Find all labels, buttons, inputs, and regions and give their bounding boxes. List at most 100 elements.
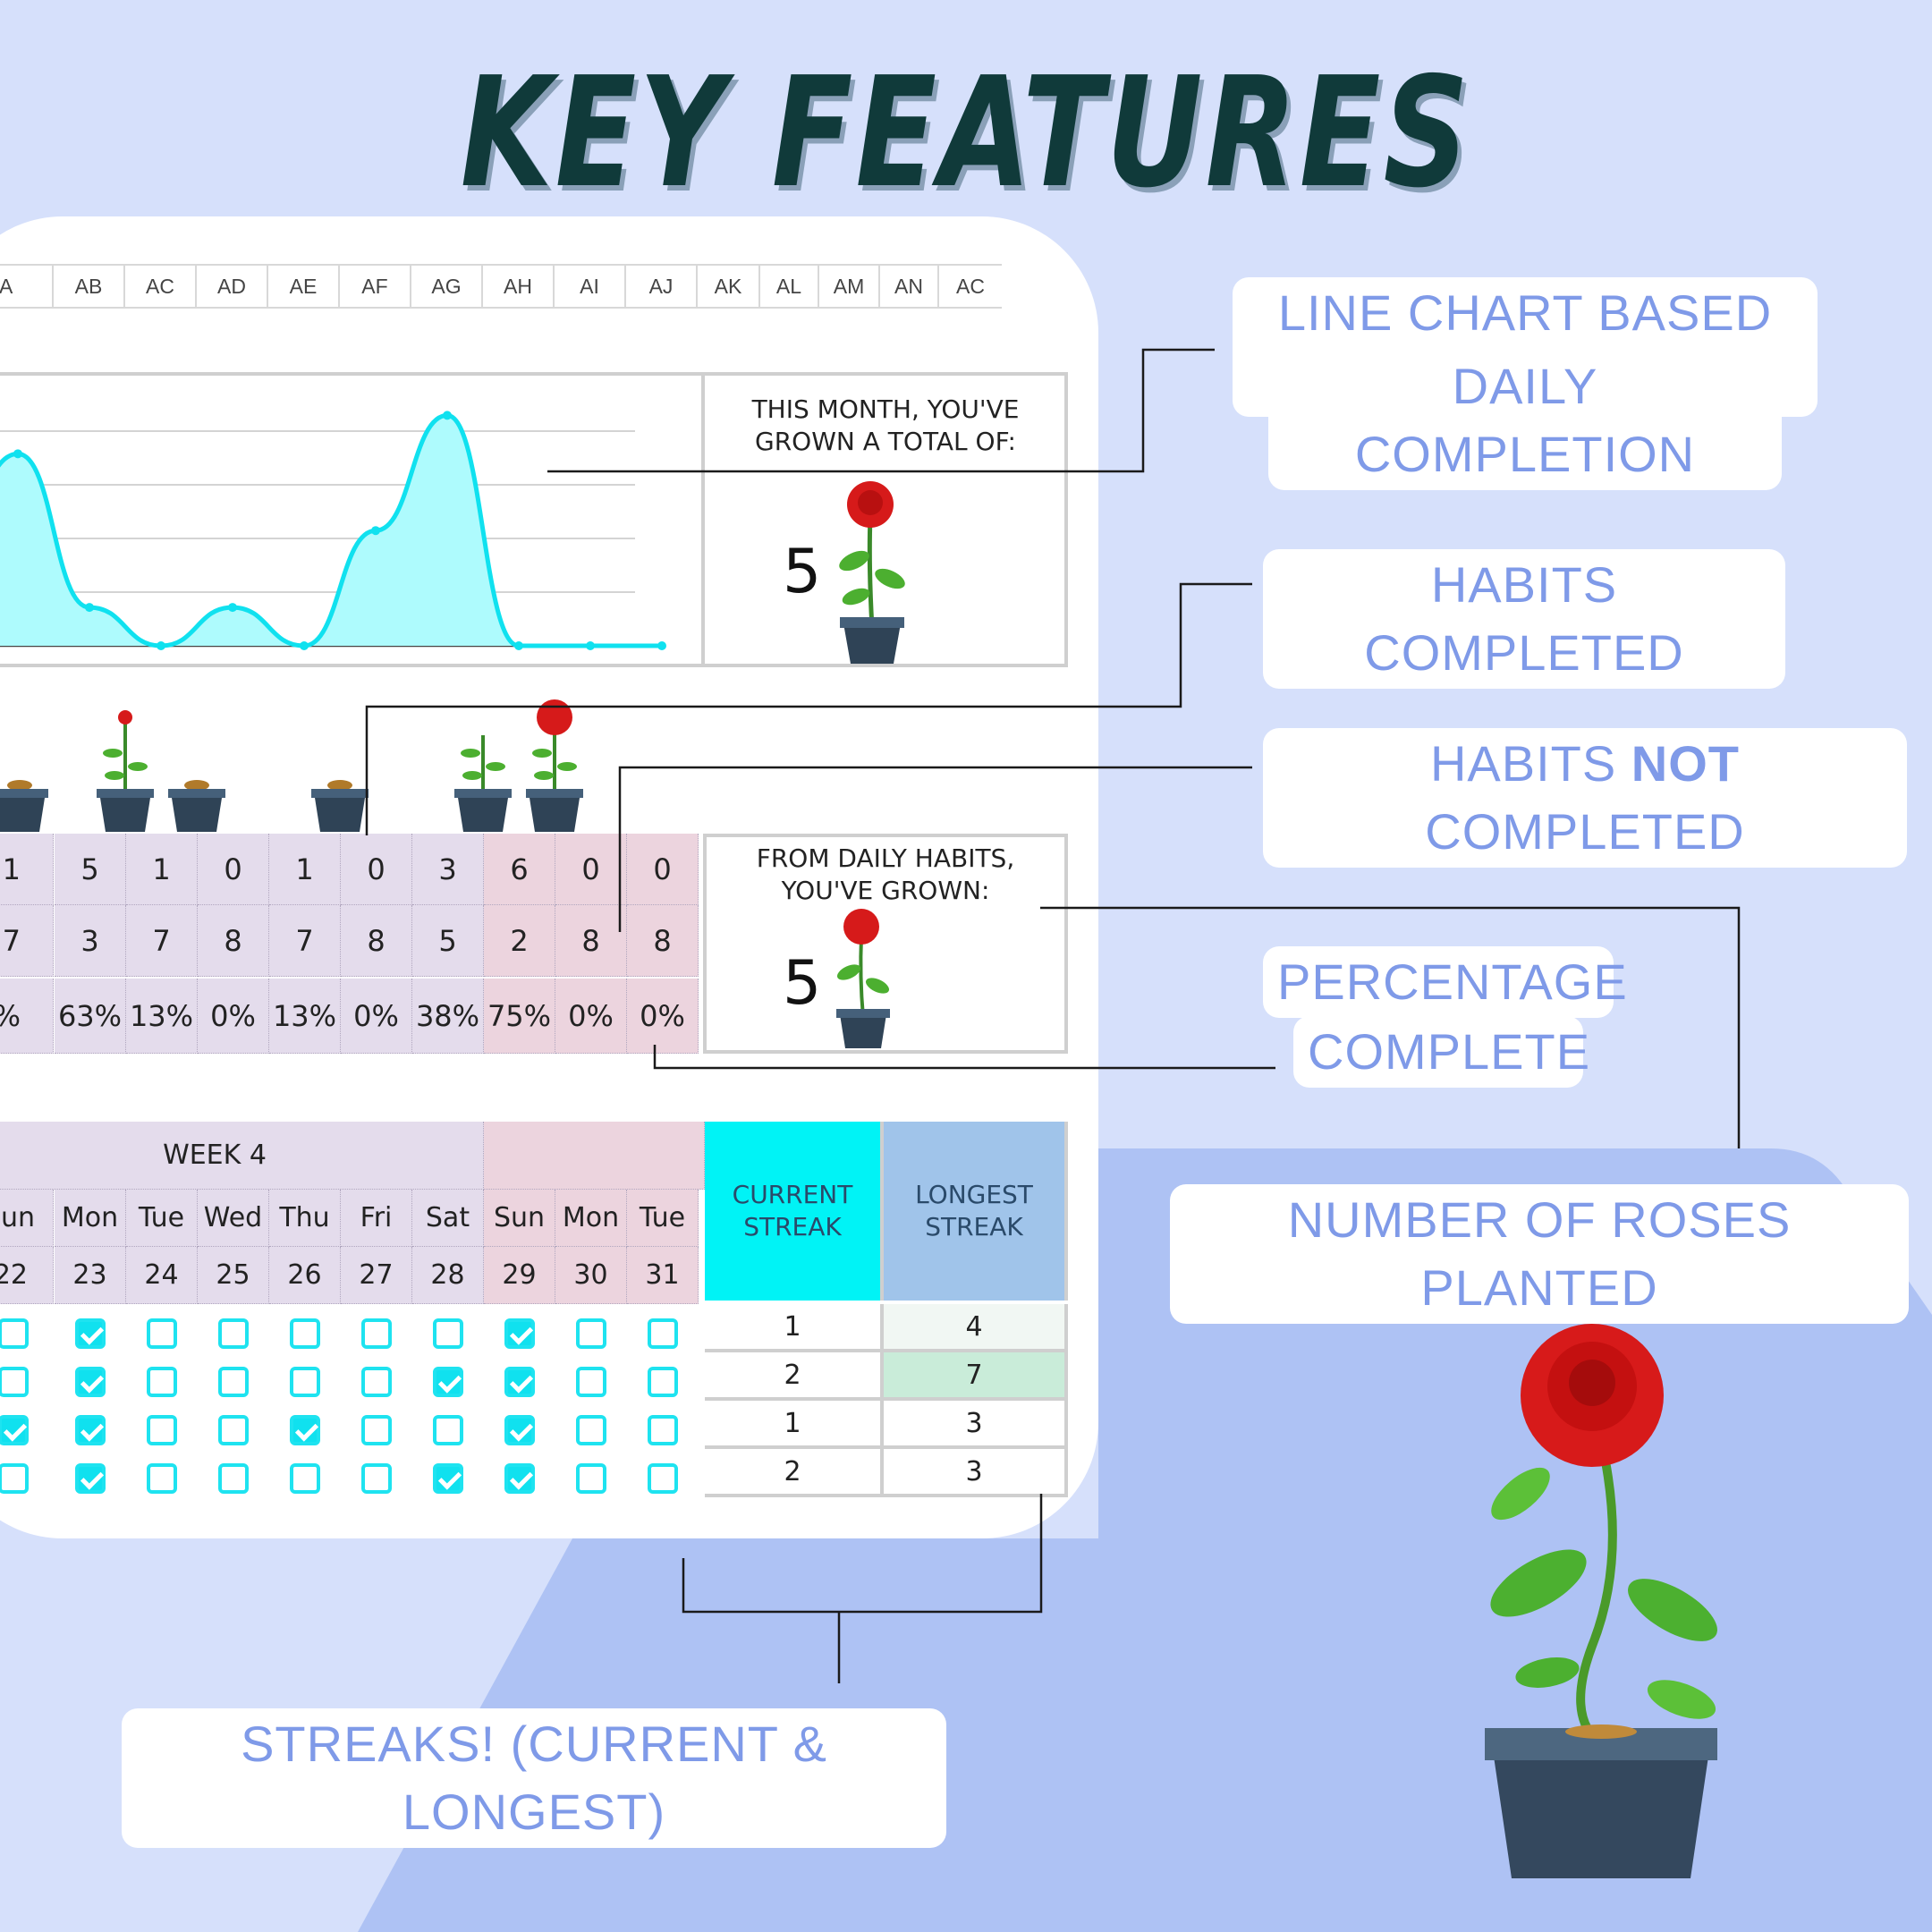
stat-cell-completed[interactable]: 1 <box>0 834 54 905</box>
chart-area <box>0 415 662 646</box>
current-streak-cell[interactable]: 1 <box>705 1304 884 1352</box>
chart-point <box>514 641 523 650</box>
habit-checkbox[interactable] <box>0 1415 29 1445</box>
stat-cell-not-completed[interactable]: 2 <box>484 905 555 977</box>
longest-streak-cell[interactable]: 3 <box>884 1449 1068 1497</box>
habit-checkbox[interactable] <box>0 1318 29 1349</box>
habit-checkbox[interactable] <box>75 1367 106 1397</box>
habit-checkbox[interactable] <box>0 1367 29 1397</box>
habit-checkbox[interactable] <box>433 1318 463 1349</box>
habit-checkbox[interactable] <box>361 1367 392 1397</box>
habit-checkbox[interactable] <box>433 1367 463 1397</box>
plant-pot <box>526 699 583 832</box>
stat-cell-completed[interactable]: 0 <box>198 834 269 905</box>
callout-not-completed-emphasis: NOT <box>1631 735 1741 792</box>
habit-checkbox[interactable] <box>648 1318 678 1349</box>
column-header[interactable]: AF <box>340 264 411 309</box>
habit-checkbox[interactable] <box>576 1463 606 1494</box>
stat-cell-not-completed[interactable]: 7 <box>0 905 54 977</box>
habit-checkbox[interactable] <box>361 1415 392 1445</box>
column-header[interactable]: AB <box>54 264 125 309</box>
habit-checkbox[interactable] <box>75 1463 106 1494</box>
current-streak-cell[interactable]: 2 <box>705 1352 884 1401</box>
stat-cell-completed[interactable]: 3 <box>412 834 484 905</box>
stat-cell-percent[interactable]: 13% <box>126 979 198 1054</box>
stat-cell-percent[interactable]: 38% <box>412 979 484 1054</box>
longest-streak-cell[interactable]: 4 <box>884 1304 1068 1352</box>
current-streak-cell[interactable]: 2 <box>705 1449 884 1497</box>
current-streak-cell[interactable]: 1 <box>705 1401 884 1449</box>
habit-checkbox[interactable] <box>218 1463 249 1494</box>
habit-checkbox[interactable] <box>147 1463 177 1494</box>
stat-cell-not-completed[interactable]: 7 <box>126 905 198 977</box>
stat-cell-completed[interactable]: 5 <box>55 834 126 905</box>
column-header[interactable]: AK <box>698 264 760 309</box>
habit-checkbox[interactable] <box>218 1415 249 1445</box>
habit-checkbox[interactable] <box>504 1318 535 1349</box>
stat-cell-completed[interactable]: 1 <box>269 834 341 905</box>
stat-cell-percent[interactable]: 0% <box>341 979 412 1054</box>
habit-checkbox[interactable] <box>361 1463 392 1494</box>
column-header[interactable]: AM <box>819 264 880 309</box>
column-header[interactable]: AN <box>880 264 939 309</box>
habit-checkbox[interactable] <box>147 1415 177 1445</box>
habit-checkbox[interactable] <box>361 1318 392 1349</box>
habit-checkbox[interactable] <box>576 1367 606 1397</box>
stat-cell-percent[interactable]: 75% <box>484 979 555 1054</box>
habit-checkbox[interactable] <box>218 1367 249 1397</box>
habit-checkbox[interactable] <box>218 1318 249 1349</box>
column-header[interactable]: AL <box>760 264 819 309</box>
stat-cell-percent[interactable]: 63% <box>55 979 126 1054</box>
habit-checkbox[interactable] <box>75 1415 106 1445</box>
column-header[interactable]: AI <box>555 264 626 309</box>
habit-checkbox[interactable] <box>147 1367 177 1397</box>
stat-cell-percent[interactable]: 0% <box>555 979 627 1054</box>
column-header[interactable]: AH <box>483 264 555 309</box>
longest-streak-cell[interactable]: 3 <box>884 1401 1068 1449</box>
column-header[interactable]: AG <box>411 264 483 309</box>
habit-checkbox[interactable] <box>504 1415 535 1445</box>
habit-checkbox[interactable] <box>504 1463 535 1494</box>
stat-cell-not-completed[interactable]: 8 <box>341 905 412 977</box>
column-header[interactable]: AD <box>197 264 268 309</box>
longest-streak-cell[interactable]: 7 <box>884 1352 1068 1401</box>
stat-cell-completed[interactable]: 6 <box>484 834 555 905</box>
stat-cell-completed[interactable]: 0 <box>627 834 699 905</box>
habit-checkbox[interactable] <box>290 1318 320 1349</box>
habit-checkbox[interactable] <box>648 1367 678 1397</box>
column-header[interactable]: AC <box>125 264 197 309</box>
stat-cell-not-completed[interactable]: 8 <box>198 905 269 977</box>
stat-cell-completed[interactable]: 1 <box>126 834 198 905</box>
stat-cell-percent[interactable]: 0% <box>198 979 269 1054</box>
habit-checkbox[interactable] <box>433 1463 463 1494</box>
habit-checkbox[interactable] <box>0 1463 29 1494</box>
habit-checkbox[interactable] <box>290 1415 320 1445</box>
habit-checkbox[interactable] <box>290 1463 320 1494</box>
habit-checkbox[interactable] <box>648 1463 678 1494</box>
column-header[interactable]: AE <box>268 264 340 309</box>
stat-cell-not-completed[interactable]: 3 <box>55 905 126 977</box>
stat-cell-percent[interactable]: 13% <box>0 979 54 1054</box>
column-header[interactable]: AJ <box>626 264 698 309</box>
column-header[interactable]: AA <box>0 264 54 309</box>
habit-checkbox[interactable] <box>433 1415 463 1445</box>
stat-cell-not-completed[interactable]: 5 <box>412 905 484 977</box>
stat-cell-percent[interactable]: 13% <box>269 979 341 1054</box>
habit-checkbox[interactable] <box>147 1318 177 1349</box>
habit-checkbox[interactable] <box>504 1367 535 1397</box>
habit-checkbox[interactable] <box>576 1415 606 1445</box>
stat-cell-completed[interactable]: 0 <box>341 834 412 905</box>
day-header: Thu <box>269 1190 341 1247</box>
stat-cell-not-completed[interactable]: 7 <box>269 905 341 977</box>
habit-checkbox[interactable] <box>290 1367 320 1397</box>
habit-checkbox[interactable] <box>75 1318 106 1349</box>
stat-cell-completed[interactable]: 0 <box>555 834 627 905</box>
habit-checkbox[interactable] <box>648 1415 678 1445</box>
habit-checkbox[interactable] <box>576 1318 606 1349</box>
summary-daily-caption-line2: YOU'VE GROWN: <box>781 876 990 905</box>
callout-percentage-line2: COMPLETE <box>1308 1023 1591 1080</box>
stat-cell-percent[interactable]: 0% <box>627 979 699 1054</box>
stat-cell-not-completed[interactable]: 8 <box>555 905 627 977</box>
stat-cell-not-completed[interactable]: 8 <box>627 905 699 977</box>
column-header[interactable]: AC <box>939 264 1002 309</box>
